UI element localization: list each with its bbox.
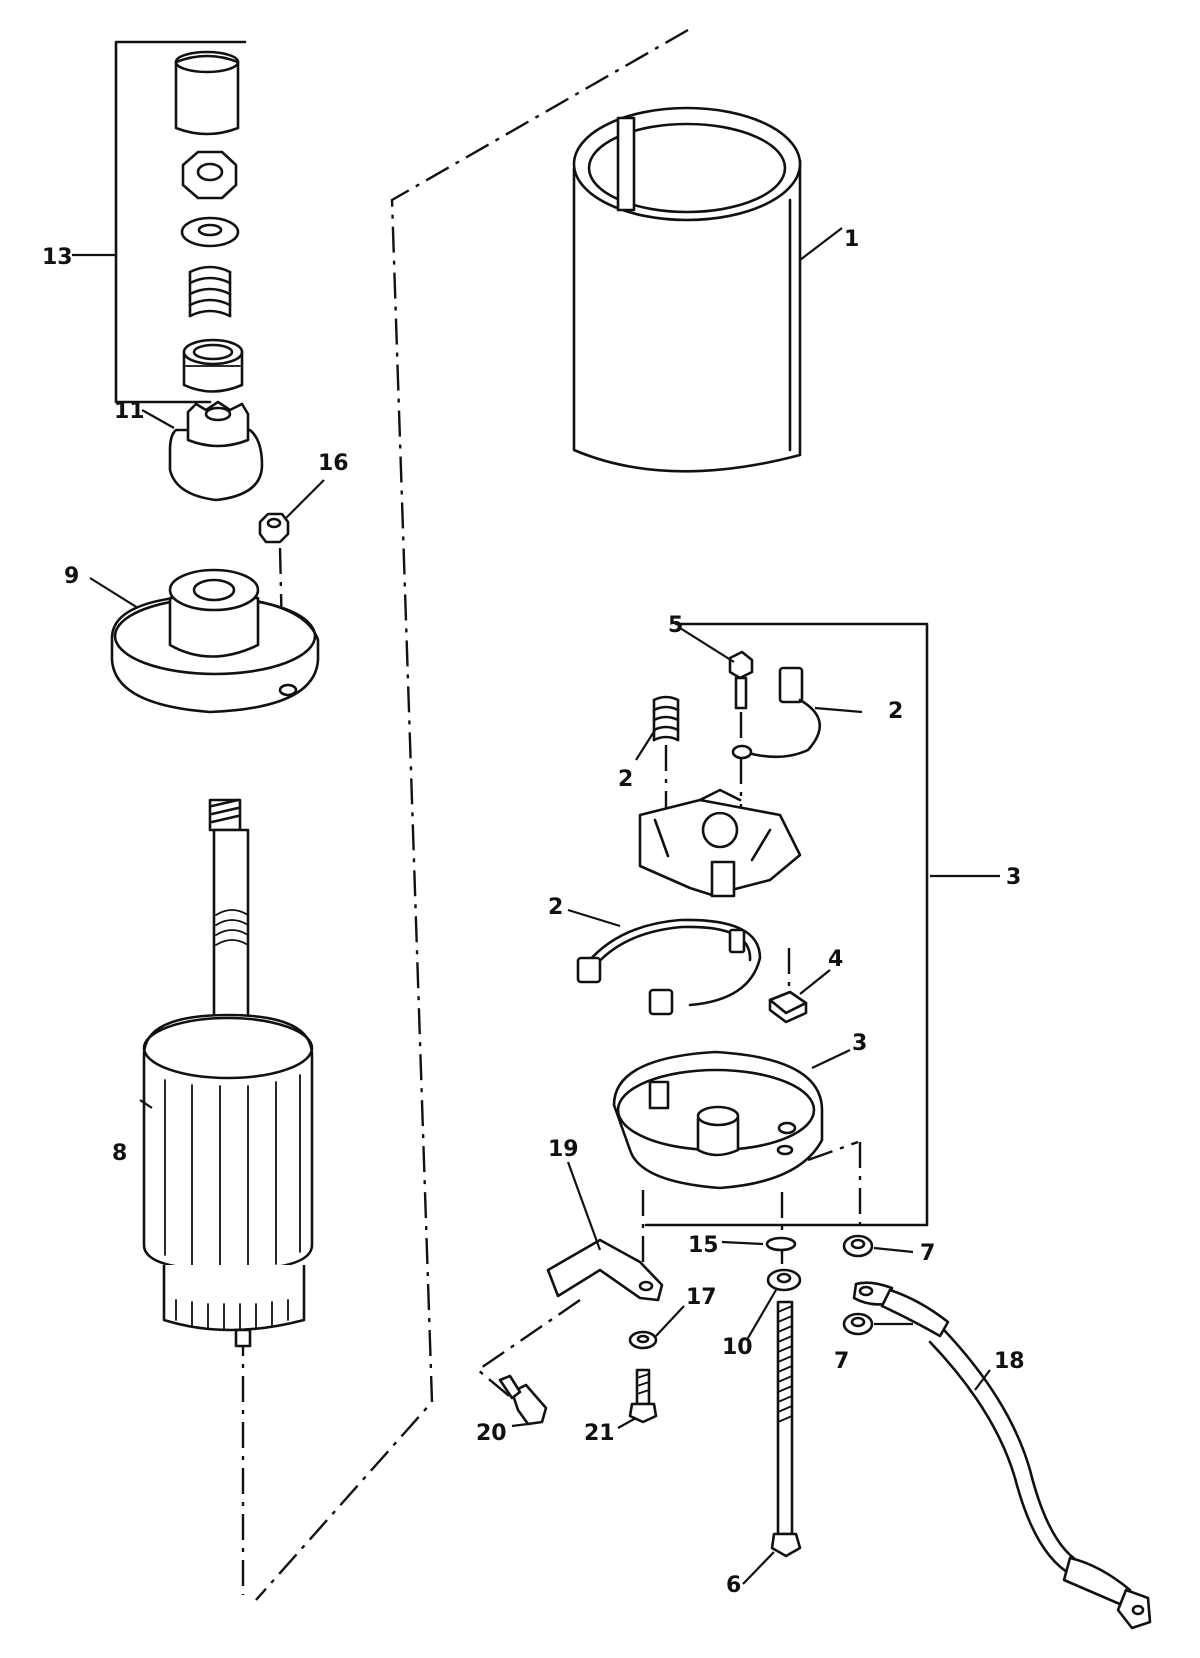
- callout-7-a: 7: [920, 1241, 935, 1266]
- brush-screw-part: [728, 650, 754, 710]
- drive-cap-part: [174, 50, 240, 136]
- callout-2-a: 2: [888, 699, 903, 724]
- callout-2-c: 2: [548, 895, 563, 920]
- through-bolt-washer-part: [766, 1268, 802, 1292]
- callout-16: 16: [318, 451, 349, 476]
- callout-17: 17: [686, 1285, 717, 1310]
- pinion-gear-part: [168, 400, 264, 502]
- drive-sleeve-part: [182, 338, 244, 393]
- brush-lead-part: [731, 666, 822, 760]
- callout-18: 18: [994, 1349, 1025, 1374]
- callout-15: 15: [688, 1233, 719, 1258]
- callout-3-b: 3: [852, 1031, 867, 1056]
- field-frame-part: [572, 106, 802, 473]
- brush-leads-part: [576, 918, 762, 1016]
- callout-21: 21: [584, 1421, 615, 1446]
- small-nut-part: [258, 512, 290, 544]
- callout-19: 19: [548, 1137, 579, 1162]
- callout-9: 9: [64, 564, 79, 589]
- assembly-dash-boundary: [255, 28, 689, 1601]
- commutator-end-cap-part: [612, 1050, 824, 1190]
- screw-20-path-dash: [476, 1299, 581, 1406]
- kit-3-bracket: [644, 622, 929, 1227]
- bracket-screw-part: [628, 1368, 658, 1424]
- brush-holder-part: [638, 788, 802, 898]
- positive-cable-part: [852, 1281, 1152, 1630]
- leader-lines: [72, 227, 1000, 1585]
- callout-7-b: 7: [834, 1349, 849, 1374]
- callout-13: 13: [42, 245, 73, 270]
- callout-2-b: 2: [618, 767, 633, 792]
- armature-part: [142, 798, 314, 1348]
- callout-10: 10: [722, 1335, 753, 1360]
- drive-end-cap-part: [110, 568, 320, 714]
- washer-part: [180, 216, 240, 248]
- callout-6: 6: [726, 1573, 741, 1598]
- mounting-bracket-part: [546, 1238, 664, 1302]
- kit-13-bracket: [114, 40, 247, 404]
- callout-4: 4: [828, 947, 843, 972]
- terminal-nut-upper-part: [842, 1234, 874, 1258]
- ground-screw-part: [498, 1374, 548, 1426]
- terminal-nut-lower-part: [842, 1312, 874, 1336]
- hex-nut-part: [181, 150, 238, 200]
- callout-1: 1: [844, 227, 859, 252]
- callout-20: 20: [476, 1421, 507, 1446]
- brush-spring-part: [652, 695, 680, 742]
- callout-8: 8: [112, 1141, 127, 1166]
- callout-5: 5: [668, 613, 683, 638]
- o-ring-part: [765, 1236, 797, 1252]
- endcap-axis-dash-4: [807, 1140, 859, 1162]
- square-nut-part: [768, 990, 808, 1024]
- callout-11: 11: [114, 399, 145, 424]
- bracket-washer-part: [628, 1330, 658, 1350]
- callout-3-a: 3: [1006, 865, 1021, 890]
- through-bolt-part: [770, 1300, 802, 1558]
- spring-part: [188, 265, 232, 318]
